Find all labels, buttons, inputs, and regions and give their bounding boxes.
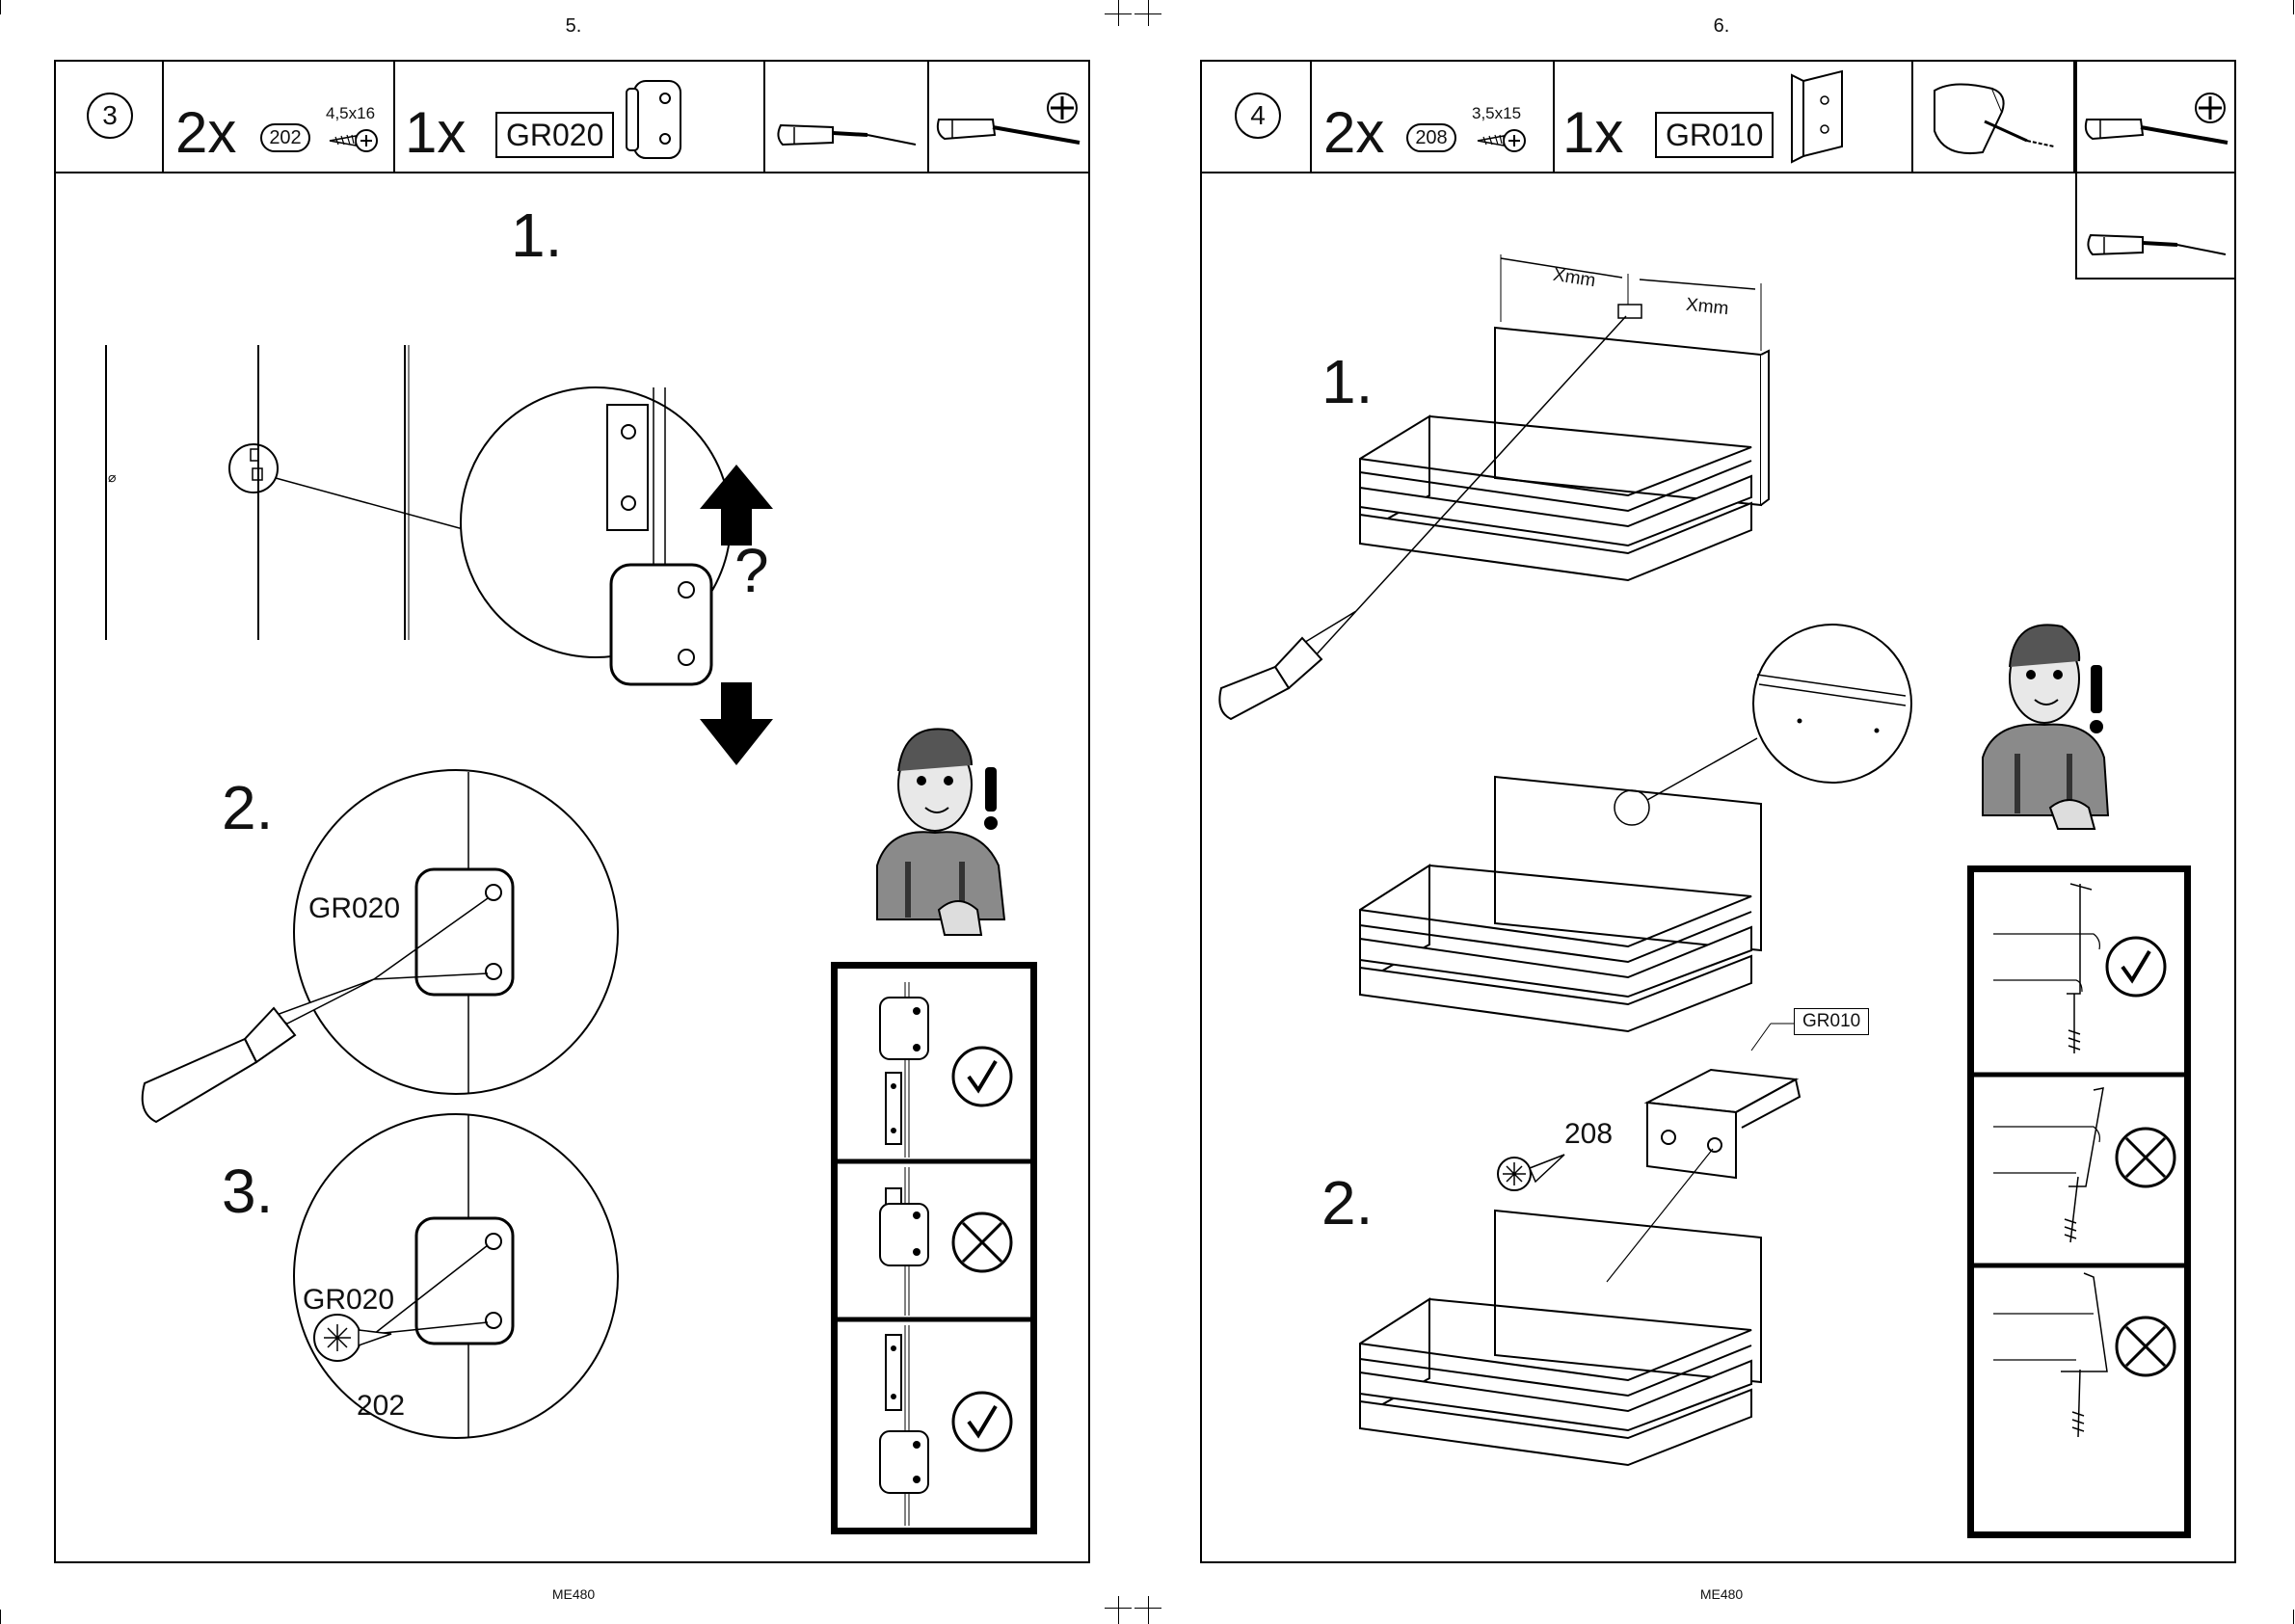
correct-icon — [953, 1048, 1011, 1105]
check-panel-drawing — [1974, 872, 2184, 1531]
step-header: 4 2x 208 3,5x15 1x GR010 — [1202, 62, 2234, 173]
substep-1-label: 1. — [511, 204, 562, 266]
hinge-plate-icon — [623, 77, 686, 166]
mascot-illustration — [1983, 625, 2108, 829]
substep-3-label: 3. — [222, 1160, 273, 1222]
phillips-screwdriver-icon — [2083, 93, 2233, 160]
screw-code: 208 — [1406, 123, 1456, 152]
screw-cell: 2x 208 3,5x15 — [1312, 62, 1555, 172]
substep-2-label: 2. — [1321, 1172, 1373, 1234]
step-number-cell: 3 — [56, 62, 164, 172]
drawer-drawing — [1360, 328, 1769, 580]
crop-mark — [2293, 1610, 2294, 1624]
phillips-screwdriver-icon — [935, 93, 1085, 160]
step-header: 3 2x 202 4,5x16 1x GR020 — [56, 62, 1088, 173]
correct-icon — [2107, 938, 2165, 996]
part-cell: 1x GR020 — [395, 62, 765, 172]
screw-icon — [326, 127, 380, 156]
check-panel — [1967, 865, 2191, 1538]
screw-size: 4,5x16 — [326, 104, 375, 123]
screw-quantity: 2x — [1323, 104, 1384, 162]
check-panel — [831, 962, 1037, 1534]
screw-quantity: 2x — [175, 104, 236, 162]
screw-label-202: 202 — [357, 1392, 405, 1421]
step-frame: 4 2x 208 3,5x15 1x GR010 — [1200, 60, 2236, 1563]
tool-cell-drill — [1913, 62, 2075, 172]
step-number: 4 — [1235, 93, 1281, 139]
check-panel-drawing — [838, 969, 1030, 1528]
uncertain-mark: ? — [734, 540, 769, 601]
tool-cell-flat — [765, 62, 929, 172]
part-code: GR010 — [1655, 112, 1774, 158]
part-code: GR020 — [495, 112, 614, 158]
tool-cell-phillips — [929, 62, 1088, 172]
part-label-gr020: GR020 — [308, 894, 400, 923]
correct-icon — [953, 1393, 1011, 1451]
bracket-icon — [1784, 67, 1852, 168]
screw-size: 3,5x15 — [1472, 104, 1521, 123]
step-frame: 3 2x 202 4,5x16 1x GR020 — [54, 60, 1090, 1563]
crop-mark — [0, 1610, 1, 1624]
crop-mark — [2293, 0, 2294, 14]
part-cell: 1x GR010 — [1555, 62, 1913, 172]
crop-mark — [0, 0, 1, 14]
step-number: 3 — [87, 93, 133, 139]
screw-code: 202 — [260, 123, 310, 152]
instruction-page-6: 6. 4 2x 208 3,5x15 1x GR010 — [1148, 0, 2295, 1624]
tool-cell-phillips — [2075, 62, 2234, 172]
mascot-illustration — [877, 729, 1004, 935]
footer-code: ME480 — [1148, 1586, 2295, 1602]
crop-mark — [1134, 13, 1161, 14]
screw-icon — [1474, 127, 1528, 156]
screw-cell: 2x 202 4,5x16 — [164, 62, 395, 172]
footer-code: ME480 — [0, 1586, 1147, 1602]
substep-2-label: 2. — [222, 777, 273, 839]
drill-icon — [1925, 73, 2069, 166]
screw-label-208: 208 — [1564, 1120, 1613, 1149]
svg-text:⌀: ⌀ — [108, 469, 116, 485]
dimension-label: Xmm — [1685, 295, 1729, 321]
substep-1-label: 1. — [1321, 351, 1373, 413]
part-callout-gr010: GR010 — [1794, 1008, 1869, 1035]
page-number: 6. — [1148, 15, 2295, 38]
crop-mark — [1134, 1608, 1161, 1609]
part-quantity: 1x — [405, 104, 466, 162]
crop-mark — [1105, 13, 1132, 14]
page-number: 5. — [0, 15, 1147, 38]
step-number-cell: 4 — [1202, 62, 1312, 172]
flat-screwdriver-icon — [775, 112, 920, 158]
crop-mark — [1105, 1608, 1132, 1609]
part-quantity: 1x — [1562, 104, 1623, 162]
instruction-page-5: 5. 3 2x 202 4,5x16 1x GR020 — [0, 0, 1147, 1624]
part-label-gr020: GR020 — [303, 1286, 394, 1315]
